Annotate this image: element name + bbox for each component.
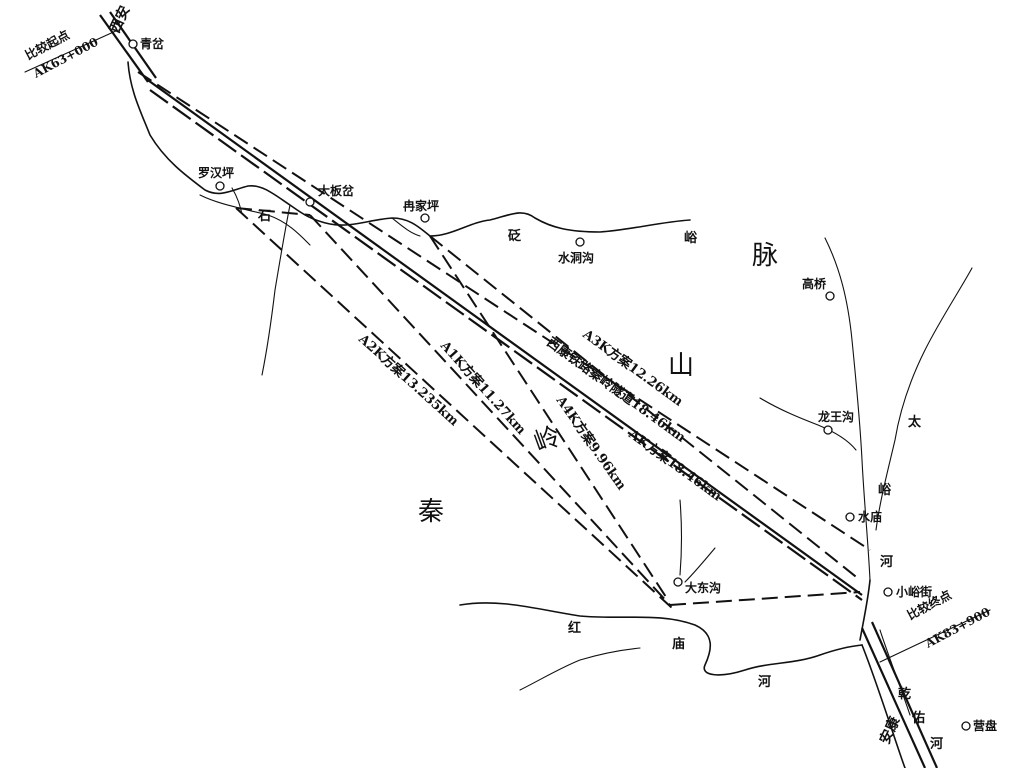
town-marker-yingpan bbox=[961, 721, 971, 731]
place-markers: 青岔 罗汉坪 大板岔 冉家坪 水洞沟 高桥 龙王沟 水庙 小峪街 大东沟 营盘 bbox=[128, 36, 997, 733]
ranjiaping-stream bbox=[391, 217, 421, 237]
town-marker-qinggu bbox=[128, 39, 138, 49]
town-marker-luohanping bbox=[215, 181, 225, 191]
taiyu-char-1: 太 bbox=[907, 414, 922, 430]
qianyou-river bbox=[861, 644, 906, 768]
place-yingpan: 营盘 bbox=[973, 718, 997, 733]
main-tunnel-line bbox=[144, 77, 863, 596]
shibianyu-char-2: 砭 bbox=[508, 229, 522, 244]
town-marker-shuimiao bbox=[845, 512, 855, 522]
shibianyu-char-1: 石 bbox=[257, 209, 271, 224]
rail-line-south-2 bbox=[870, 621, 939, 768]
route-alternatives bbox=[137, 71, 871, 609]
route-a4k-label: A4K方案9.96km bbox=[552, 392, 629, 493]
mountain-char-2: 岭 bbox=[530, 421, 565, 458]
town-marker-shuidonggou bbox=[575, 237, 585, 247]
hongmiao-tributary-south bbox=[519, 647, 641, 691]
mountain-char-4: 脉 bbox=[752, 241, 778, 271]
taiyu-river-upper-east bbox=[875, 267, 973, 531]
town-marker-ranjiaping bbox=[420, 213, 430, 223]
taiyu-char-2: 峪 bbox=[878, 482, 892, 498]
hongmiao-char-3: 河 bbox=[758, 674, 771, 690]
rail-end-south-label: 安康 bbox=[876, 713, 904, 746]
hongmiao-char-1: 红 bbox=[568, 620, 581, 636]
route-ak-line bbox=[149, 89, 863, 601]
dadonggou-stream-2 bbox=[684, 547, 716, 583]
qianyou-char-3: 河 bbox=[930, 736, 943, 752]
town-marker-gaoqiao bbox=[825, 291, 835, 301]
place-qinggu: 青岔 bbox=[140, 36, 165, 51]
route-a3k-line bbox=[137, 71, 871, 551]
taiyu-river-branch bbox=[759, 397, 857, 451]
end-point-chainage: AK83+900 bbox=[922, 605, 993, 651]
shibianyu-tributary-south bbox=[261, 204, 291, 376]
mountain-char-3: 山 bbox=[668, 351, 694, 381]
town-marker-xiaoyujie bbox=[883, 587, 893, 597]
taiyu-river-upper-west bbox=[824, 237, 871, 581]
taiyu-char-3: 河 bbox=[880, 554, 893, 570]
town-marker-dadonggou bbox=[673, 577, 683, 587]
taiyu-river-main bbox=[859, 579, 871, 641]
route-east-link bbox=[669, 591, 861, 606]
shibianyu-char-3: 峪 bbox=[684, 230, 698, 246]
qianyou-char-2: 佑 bbox=[911, 710, 925, 726]
shibianyu-river bbox=[127, 61, 691, 237]
place-ranjiaping: 冉家坪 bbox=[403, 198, 439, 213]
place-shuidonggou: 水洞沟 bbox=[558, 250, 594, 265]
river-network bbox=[127, 61, 973, 768]
place-longwanggou: 龙王沟 bbox=[818, 409, 854, 424]
place-shuimiao: 水庙 bbox=[858, 509, 882, 524]
river-labels: 石 砭 峪 太 峪 河 红 庙 河 乾 佑 河 bbox=[257, 209, 943, 752]
start-leader-line bbox=[24, 29, 119, 73]
route-a1k-line bbox=[309, 214, 671, 606]
qianyou-char-1: 乾 bbox=[898, 686, 911, 702]
town-marker-dabancha bbox=[305, 197, 315, 207]
place-luohanping: 罗汉坪 bbox=[198, 165, 234, 180]
route-a1k-a2k-connector bbox=[235, 207, 311, 216]
place-xiaoyujie: 小峪街 bbox=[896, 584, 932, 599]
main-railway bbox=[99, 11, 939, 768]
rail-line-south-1 bbox=[860, 627, 927, 768]
rail-end-north-label: 西安 bbox=[106, 3, 133, 36]
town-marker-longwanggou bbox=[823, 425, 833, 435]
shibianyu-tributary-west bbox=[199, 194, 311, 246]
place-gaoqiao: 高桥 bbox=[802, 276, 827, 291]
route-a4k-line bbox=[429, 235, 669, 601]
rail-line-north-1 bbox=[99, 14, 149, 83]
dadonggou-stream-1 bbox=[679, 499, 683, 576]
place-dadonggou: 大东沟 bbox=[685, 580, 721, 595]
route-a2k-line bbox=[235, 207, 673, 609]
place-dabancha: 大板岔 bbox=[318, 183, 355, 198]
comparison-start-marker: 比较起点 AK63+000 bbox=[22, 27, 119, 81]
end-leader-line bbox=[879, 609, 991, 663]
hongmiao-river bbox=[459, 602, 863, 676]
mountain-char-1: 秦 bbox=[418, 497, 444, 527]
hongmiao-char-2: 庙 bbox=[672, 636, 685, 652]
